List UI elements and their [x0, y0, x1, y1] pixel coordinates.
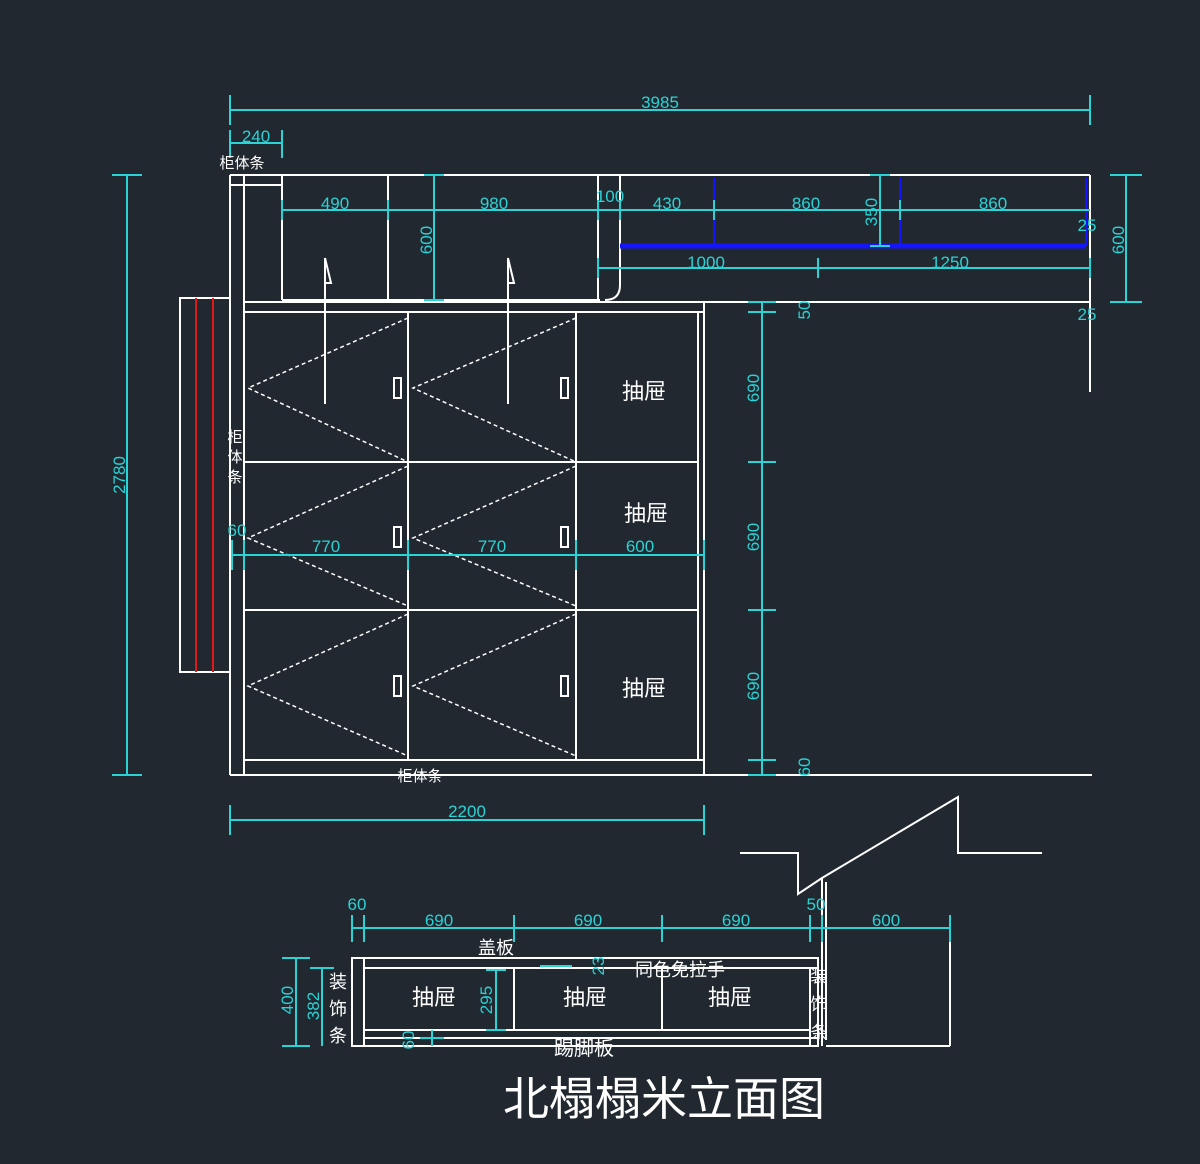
- label-strip-top: 柜体条: [219, 155, 264, 172]
- elevation-dimensions: [112, 95, 1142, 835]
- dim-lower-1250: 1250: [931, 253, 969, 272]
- sec-label-drawer-1: 抽屉: [412, 985, 456, 1010]
- dim-bottom-60: 60: [795, 758, 814, 777]
- elevation-geometry: [179, 174, 1092, 776]
- sec-dim-60-small: 60: [399, 1031, 418, 1050]
- dim-col-60: 60: [228, 521, 247, 540]
- sec-dim-60: 60: [348, 895, 367, 914]
- dim-upper-980: 980: [480, 194, 508, 213]
- dim-strip-width: 240: [242, 127, 270, 146]
- dim-total-height: 2780: [110, 456, 129, 494]
- sec-dim-50: 50: [807, 895, 826, 914]
- sec-label-handle-note: 同色免拉手: [635, 960, 725, 980]
- sec-dim-400: 400: [278, 986, 297, 1014]
- dim-row-690c: 690: [744, 672, 763, 700]
- elevation-dimension-texts: 3985 240 490 980 100 430 860 860 25 1000…: [110, 93, 1128, 821]
- sec-label-deco-right-1: 装: [811, 967, 828, 986]
- dim-upper-430: 430: [653, 194, 681, 213]
- dim-upper-h350: 350: [862, 198, 881, 226]
- drawing-title: 北榻榻米立面图: [503, 1072, 825, 1126]
- dim-upper-25-bottom: 25: [1078, 305, 1097, 324]
- sec-label-kickboard: 踢脚板: [554, 1037, 614, 1060]
- dim-upper-490: 490: [321, 194, 349, 213]
- dim-col-600: 600: [626, 537, 654, 556]
- dim-upper-860b: 860: [979, 194, 1007, 213]
- elevation-labels: 柜体条 柜 体 条 柜体条 抽屉 抽屉 抽屉: [219, 155, 668, 785]
- dim-upper-25-top: 25: [1078, 216, 1097, 235]
- red-accent-lines: [195, 298, 214, 672]
- label-drawer-3: 抽屉: [622, 676, 666, 701]
- sec-label-deco-left-2: 饰: [329, 999, 347, 1019]
- sec-label-deco-left-3: 条: [329, 1026, 347, 1046]
- sec-label-cover: 盖板: [478, 938, 514, 958]
- sec-dim-600: 600: [872, 911, 900, 930]
- dim-row-690b: 690: [744, 523, 763, 551]
- door-swing-lines: [246, 317, 577, 757]
- label-strip-left-3: 条: [227, 469, 242, 486]
- dim-col-770b: 770: [478, 537, 506, 556]
- dim-col-770a: 770: [312, 537, 340, 556]
- sec-label-drawer-3: 抽屉: [708, 985, 752, 1010]
- label-drawer-2: 抽屉: [624, 501, 668, 526]
- sec-dim-23: 23: [589, 957, 608, 976]
- sec-dim-690c: 690: [722, 911, 750, 930]
- sec-label-deco-left-1: 装: [329, 972, 347, 992]
- section-texts: 60 690 690 690 50 600 400 382 295 60 23 …: [278, 895, 900, 1060]
- dim-upper-100: 100: [596, 187, 624, 206]
- sec-label-drawer-2: 抽屉: [563, 985, 607, 1010]
- label-strip-bottom: 柜体条: [397, 768, 442, 785]
- dim-row-gap-50: 50: [795, 301, 814, 320]
- sec-dim-382: 382: [304, 992, 323, 1020]
- dim-base-2200: 2200: [448, 802, 486, 821]
- label-drawer-1: 抽屉: [622, 379, 666, 404]
- sec-dim-295: 295: [477, 986, 496, 1014]
- section-dimensions: [282, 915, 951, 1047]
- dim-row-690a: 690: [744, 374, 763, 402]
- dim-total-width: 3985: [641, 93, 679, 112]
- dim-right-h600: 600: [1109, 226, 1128, 254]
- sec-dim-690a: 690: [425, 911, 453, 930]
- label-strip-left-1: 柜: [227, 429, 242, 446]
- sec-dim-690b: 690: [574, 911, 602, 930]
- label-strip-left-2: 体: [227, 449, 242, 466]
- dim-upper-860a: 860: [792, 194, 820, 213]
- sec-label-deco-right-3: 条: [811, 1023, 828, 1042]
- dim-lower-1000: 1000: [687, 253, 725, 272]
- dim-upper-h600: 600: [417, 226, 436, 254]
- sec-label-deco-right-2: 饰: [811, 995, 828, 1014]
